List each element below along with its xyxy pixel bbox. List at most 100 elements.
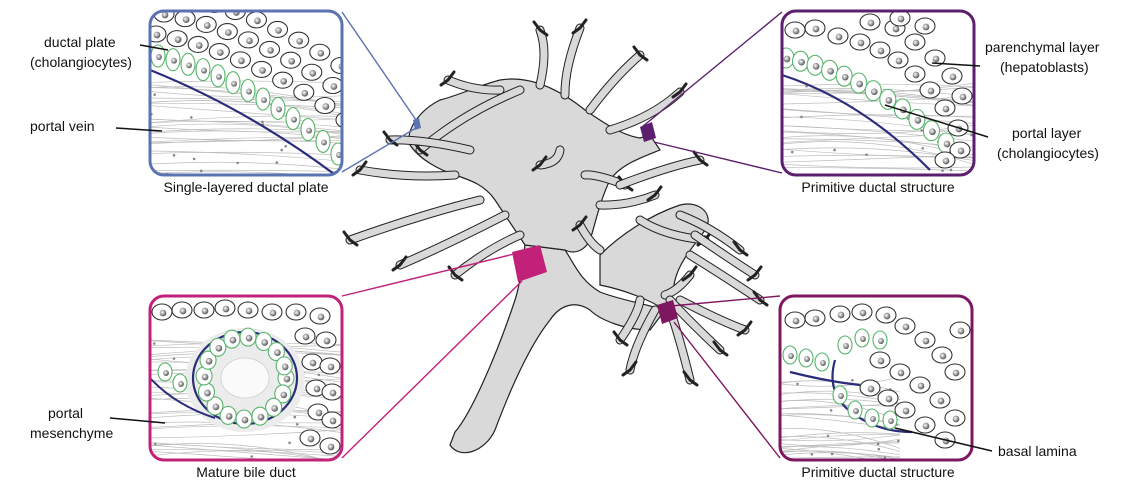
tree-branch bbox=[360, 170, 455, 176]
nucleus bbox=[258, 414, 265, 421]
mesenchyme-nucleus bbox=[280, 149, 283, 152]
label-portal-layer: portal layer bbox=[1012, 125, 1082, 141]
mesenchyme-nucleus bbox=[791, 151, 794, 154]
nucleus bbox=[953, 370, 960, 377]
nucleus bbox=[886, 396, 893, 403]
nucleus bbox=[186, 62, 192, 68]
nucleus bbox=[878, 358, 885, 365]
mesenchyme-nucleus bbox=[288, 441, 291, 444]
label-basal-lamina: basal lamina bbox=[998, 443, 1077, 459]
nucleus bbox=[915, 117, 922, 124]
mesenchyme-nucleus bbox=[950, 169, 953, 172]
label-mesenchyme: mesenchyme bbox=[30, 425, 113, 441]
nucleus bbox=[856, 81, 863, 88]
nucleus bbox=[225, 29, 232, 36]
nucleus bbox=[282, 364, 289, 371]
mesenchyme-nucleus bbox=[200, 170, 203, 173]
nucleus bbox=[310, 360, 317, 367]
nucleus bbox=[280, 78, 287, 85]
nucleus bbox=[160, 310, 167, 317]
nucleus bbox=[958, 148, 965, 155]
nucleus bbox=[827, 68, 834, 75]
nucleus bbox=[226, 413, 233, 420]
mesenchyme-nucleus bbox=[173, 357, 176, 360]
hepatoblast-cell bbox=[183, 0, 203, 7]
nucleus bbox=[929, 128, 936, 135]
mesenchyme-nucleus bbox=[941, 169, 944, 172]
nucleus bbox=[246, 89, 252, 95]
hepatoblast-cell bbox=[336, 112, 356, 128]
nucleus bbox=[950, 74, 957, 81]
mesenchyme-nucleus bbox=[236, 162, 239, 165]
nucleus bbox=[870, 416, 876, 422]
nucleus bbox=[328, 444, 335, 451]
biliary-tree bbox=[344, 20, 767, 453]
nucleus bbox=[896, 58, 903, 65]
nucleus bbox=[261, 339, 268, 346]
mesenchyme-nucleus bbox=[193, 158, 196, 161]
mesenchyme-nucleus bbox=[154, 443, 157, 446]
nucleus bbox=[344, 118, 351, 125]
nucleus bbox=[944, 141, 951, 148]
nucleus bbox=[306, 128, 312, 134]
mesenchyme-nucleus bbox=[851, 379, 854, 382]
hepatoblast-cell bbox=[352, 72, 372, 88]
label-ductal-plate: ductal plate bbox=[44, 34, 116, 50]
mesenchyme-nucleus bbox=[190, 116, 193, 119]
nucleus bbox=[884, 313, 891, 320]
label-cholangiocytes-top-right: (cholangiocytes) bbox=[997, 145, 1099, 161]
nucleus bbox=[202, 374, 209, 381]
mesenchyme-nucleus bbox=[810, 453, 813, 456]
nucleus bbox=[858, 40, 865, 47]
nucleus bbox=[853, 408, 859, 414]
nucleus bbox=[303, 334, 310, 341]
nucleus bbox=[923, 24, 930, 31]
nucleus bbox=[798, 59, 805, 66]
mesenchyme-nucleus bbox=[920, 129, 923, 132]
nucleus bbox=[162, 12, 169, 19]
nucleus bbox=[893, 26, 900, 33]
nucleus bbox=[330, 390, 337, 397]
nucleus bbox=[953, 416, 960, 423]
nucleus bbox=[154, 32, 161, 39]
nucleus bbox=[328, 364, 335, 371]
mesenchyme-nucleus bbox=[884, 456, 887, 459]
caption-bottom-left: Mature bile duct bbox=[196, 464, 296, 480]
nucleus bbox=[871, 88, 878, 95]
mesenchyme-nucleus bbox=[293, 416, 296, 419]
nucleus bbox=[215, 345, 222, 352]
nucleus bbox=[960, 94, 967, 101]
mesenchyme-nucleus bbox=[173, 154, 176, 157]
nucleus bbox=[360, 78, 367, 85]
nucleus bbox=[217, 49, 224, 56]
mesenchyme-nucleus bbox=[796, 383, 799, 386]
panel-single-layered-ductal-plate bbox=[146, 0, 372, 191]
nucleus bbox=[943, 158, 950, 165]
nucleus bbox=[903, 324, 910, 331]
nucleus bbox=[276, 107, 282, 113]
nucleus bbox=[318, 314, 325, 321]
tree-branch bbox=[540, 30, 544, 85]
mesenchyme-nucleus bbox=[284, 145, 287, 148]
nucleus bbox=[156, 54, 162, 60]
nucleus bbox=[940, 353, 947, 360]
nucleus bbox=[163, 370, 169, 376]
mesenchyme-nucleus bbox=[827, 435, 830, 438]
nucleus bbox=[180, 308, 187, 315]
nucleus bbox=[885, 97, 892, 104]
nucleus bbox=[261, 97, 267, 103]
panel-primitive-ductal-structure-top bbox=[778, 10, 974, 175]
mesenchyme-nucleus bbox=[296, 423, 299, 426]
nucleus bbox=[301, 90, 308, 97]
nucleus bbox=[928, 88, 935, 95]
mesenchyme-nucleus bbox=[153, 342, 156, 345]
nucleus bbox=[296, 38, 303, 45]
nucleus bbox=[820, 360, 826, 366]
nucleus bbox=[903, 408, 910, 415]
nucleus bbox=[898, 370, 905, 377]
nucleus bbox=[216, 74, 222, 80]
nucleus bbox=[316, 410, 323, 417]
nucleus bbox=[246, 335, 253, 342]
nucleus bbox=[280, 392, 287, 399]
